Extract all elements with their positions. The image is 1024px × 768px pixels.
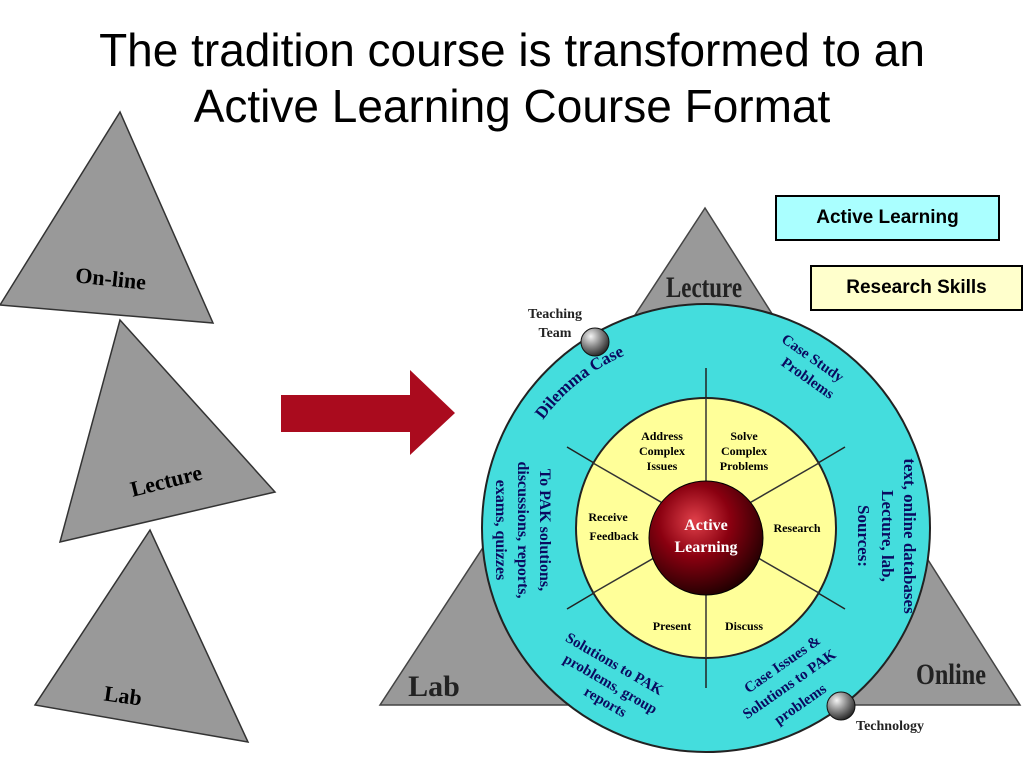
center-core (648, 480, 764, 596)
left-triangle-lecture: Lecture (58, 318, 277, 544)
legend-research-skills-label: Research Skills (846, 277, 987, 298)
inner-label-address-line-3: Issues (647, 459, 678, 473)
title-line-1: The tradition course is transformed to a… (99, 24, 925, 76)
inner-label-address-line-2: Complex (639, 444, 685, 458)
inner-label-research: Research (773, 521, 820, 535)
slide-title: The tradition course is transformed to a… (0, 22, 1024, 134)
legend-active-learning-label: Active Learning (816, 207, 959, 228)
center-label-line-1: Active (684, 517, 728, 534)
inner-label-receive-line-2: Feedback (589, 529, 639, 543)
corner-label-online: Online (916, 658, 986, 691)
ring-label-to-pak-line-3: exams, quizzes (492, 480, 509, 580)
inner-label-discuss: Discuss (725, 619, 763, 633)
technology-label: Technology (856, 719, 924, 734)
transform-arrow (281, 370, 455, 455)
ring-label-to-pak-line-1: To PAK solutions, (536, 469, 553, 591)
left-triangle-online: On-line (0, 110, 215, 324)
ring-label-sources-line-2: Lecture, lab, (878, 490, 897, 582)
inner-label-receive-line-1: Receive (588, 510, 628, 524)
legend-research-skills: Research Skills (810, 265, 1023, 311)
center-label-line-2: Learning (674, 539, 737, 556)
teaching-team-marker: Teaching Team (528, 307, 610, 357)
corner-label-lab: Lab (408, 670, 460, 703)
technology-marker: Technology (826, 691, 924, 734)
inner-label-solve-line-2: Complex (721, 444, 767, 458)
ring-label-sources-line-3: text, online databases (900, 458, 919, 614)
inner-label-solve-line-1: Solve (730, 429, 758, 443)
inner-label-address-line-1: Address (641, 429, 683, 443)
teaching-team-label-line-1: Teaching (528, 307, 582, 322)
ring-label-sources-line-1: Sources: (854, 505, 873, 567)
inner-label-present: Present (653, 619, 691, 633)
ring-label-to-pak-line-2: discussions, reports, (514, 461, 531, 598)
left-triangle-lab: Lab (33, 528, 250, 743)
ring-label-to-pak: To PAK solutions, discussions, reports, … (492, 461, 553, 598)
left-triangle-lab-label: Lab (103, 681, 144, 711)
legend-active-learning: Active Learning (775, 195, 1000, 241)
corner-label-lecture: Lecture (666, 271, 742, 304)
title-line-2: Active Learning Course Format (193, 80, 831, 132)
ring-dividers (566, 368, 846, 688)
teaching-team-label-line-2: Team (539, 326, 572, 341)
inner-label-solve-line-3: Problems (720, 459, 769, 473)
ring-label-sources: Sources: Lecture, lab, text, online data… (854, 458, 919, 614)
